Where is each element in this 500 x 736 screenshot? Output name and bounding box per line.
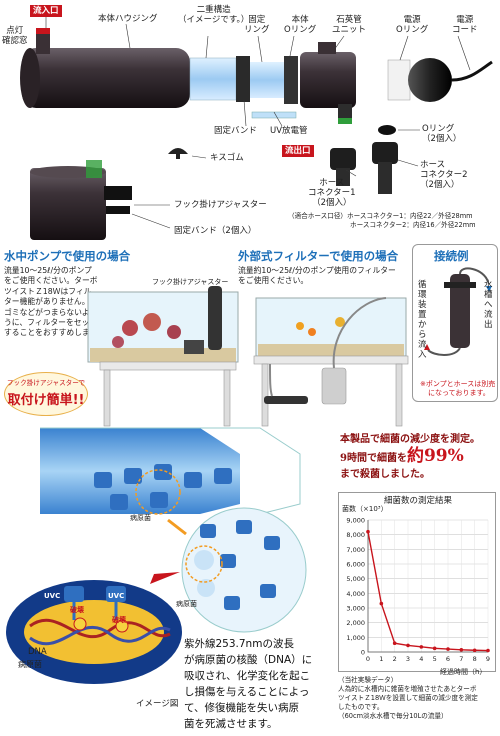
chart-x-tick-label: 3: [406, 655, 410, 663]
housing-label: 本体ハウジング: [98, 14, 158, 24]
housing-shape: [22, 48, 190, 108]
chart-title: 細菌数の測定結果: [383, 496, 452, 506]
chart-point: [432, 646, 437, 651]
connection-note: ※ポンプとホースは別売 になっております。: [420, 380, 496, 397]
chart-footnote: （当社実験データ） 人為的に水槽内に雑菌を増殖させたあとターボ ツイストＺ18Ｗ…: [338, 676, 478, 720]
connection-outflow-label: 水槽へ流出: [484, 280, 493, 330]
chart-point: [459, 648, 464, 652]
chart-point: [419, 645, 424, 649]
hook-adjuster-mini-label: フック掛けアジャスター: [152, 278, 229, 286]
chart-points: [366, 529, 490, 653]
chart-x-ticks: 0 1 2 3 4 5 6 7 8 9: [366, 655, 490, 663]
chart-x-tick-label: 4: [419, 655, 423, 663]
fixing-band2-label: 固定バンド（2個入）: [174, 226, 257, 236]
connection-inflow-label: 循環装置から流入: [418, 280, 427, 360]
connection-example-title: 接続例: [434, 249, 469, 263]
chart-series-line: [367, 531, 489, 652]
chart-point: [366, 529, 370, 534]
uvc-label-1: UVC: [44, 592, 61, 600]
double-structure-label: 二重構造 （イメージです。）: [178, 5, 250, 25]
sucker-label: キスゴム: [210, 153, 244, 163]
connection-example-box: [412, 244, 498, 402]
chart-frame: [338, 492, 496, 672]
hose-connector2-label: ホース コネクター2 （2個入）: [420, 160, 468, 190]
inlet-tag: 流入口: [30, 5, 62, 17]
chart-y-tick-label: 2,000: [346, 619, 365, 627]
chart-y-tick-label: 1,000: [346, 634, 365, 642]
aquarium-illustrations: [87, 286, 409, 427]
pathogen-label-2: 病原菌: [176, 600, 197, 608]
chart-point: [446, 647, 450, 651]
submersible-text: 流量10～25ℓ/分のポンプ をご使用ください。ターボ ツイストＺ18Ｗはフィル…: [4, 266, 105, 338]
chart-x-tick-label: 0: [366, 655, 370, 663]
chart-y-tick-label: 8,000: [346, 531, 365, 539]
chart-ylabel: 菌数（×10³）: [342, 505, 388, 513]
chart-y-tick-label: 3,000: [346, 605, 365, 613]
lamp-check-label: 点灯 確認窓: [2, 26, 28, 46]
easy-install-badge: フック掛けアジャスターで 取付け簡単!!: [4, 372, 88, 416]
chart-x-tick-label: 5: [433, 655, 437, 663]
parts-illustration: [20, 16, 493, 240]
submersible-title: 水中ポンプで使用の場合: [4, 249, 131, 263]
chart-x-tick-label: 2: [393, 655, 397, 663]
power-cord-label: 電源 コード: [452, 15, 478, 35]
oring2-label: Oリング （2個入）: [422, 124, 462, 144]
chart-point: [406, 643, 410, 648]
chart-y-tick-label: 5,000: [346, 575, 365, 583]
damage-label-2: 破壊: [112, 616, 126, 624]
bacteria-chart: 9,000 8,000 7,000 6,000 5,000 4,000 3,000 2,000…: [346, 517, 490, 664]
fixing-ring-label: 固定 リング: [244, 15, 270, 35]
uv-explanation: 紫外線253.7nmの波長 が病原菌の核酸（DNA）に 吸収され、化学変化を起こ…: [184, 638, 313, 730]
chart-x-tick-label: 1: [379, 655, 383, 663]
chart-x-tick-label: 9: [486, 655, 490, 663]
image-caption: イメージ図: [136, 699, 179, 709]
chart-point: [472, 648, 477, 653]
damage-label-1: 破壊: [70, 606, 84, 614]
chart-x-tick-label: 6: [446, 655, 450, 663]
external-filter-title: 外部式フィルターで使用の場合: [238, 249, 399, 263]
uv-tube-label: UV放電管: [270, 126, 308, 136]
chart-point: [392, 641, 397, 645]
quartz-unit-label: 石英管 ユニット: [332, 15, 367, 35]
chart-xlabel: 経過時間（h）: [440, 668, 487, 676]
connection-illustration: [424, 267, 492, 356]
pathogen-label-3: 病原菌: [18, 660, 42, 669]
chart-x-tick-label: 7: [459, 655, 463, 663]
uv-principle-illustration: [6, 427, 307, 684]
chart-point: [486, 648, 490, 653]
outlet-tag: 流出口: [282, 145, 314, 157]
chart-y-tick-label: 7,000: [346, 546, 365, 554]
pathogen-label-1: 病原菌: [130, 514, 151, 522]
external-filter-text: 流量約10～25ℓ/分のポンプ使用のフィルター をご使用ください。: [238, 266, 396, 286]
chart-y-ticks: 9,000 8,000 7,000 6,000 5,000 4,000 3,000 2,000…: [346, 517, 365, 657]
hose-connector1-label: ホース コネクター1 （2個入）: [308, 178, 356, 208]
chart-y-tick-label: 0: [361, 649, 365, 657]
chart-grid: [367, 519, 489, 653]
uvc-label-2: UVC: [108, 592, 125, 600]
chart-axes: [367, 520, 488, 653]
chart-y-tick-label: 9,000: [346, 517, 365, 525]
body-oring-label: 本体 Oリング: [284, 15, 317, 35]
hose-size-note: （適合ホース口径）ホースコネクター1：内径22／外径28mm ホースコネクター2…: [288, 212, 476, 229]
power-oring-label: 電源 Oリング: [396, 15, 429, 35]
chart-y-tick-label: 4,000: [346, 590, 365, 598]
chart-y-tick-label: 6,000: [346, 561, 365, 569]
chart-x-tick-label: 8: [473, 655, 477, 663]
fixing-band-label: 固定バンド: [214, 126, 257, 136]
hook-adjuster-label: フック掛けアジャスター: [174, 200, 267, 210]
dna-label: DNA: [28, 647, 47, 657]
chart-point: [379, 601, 384, 606]
result-text: 本製品で細菌の減少度を測定。 9時間で細菌を約99% まで殺菌しました。: [340, 434, 480, 480]
